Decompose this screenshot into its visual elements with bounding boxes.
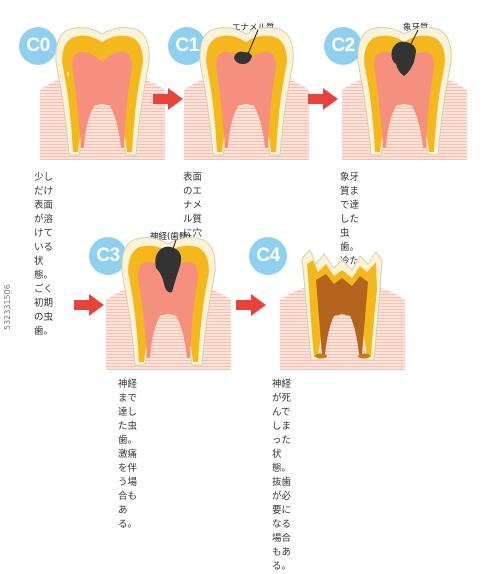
stage-caption-c4: 神経が死んでしまった状態。 抜歯が必要になる場合もある。 [272,379,292,572]
stage-badge-c0: C0 [19,27,57,65]
progression-arrow-4 [236,294,266,316]
tooth-c3-illustration [106,237,231,370]
stage-badge-c2: C2 [324,27,362,65]
tooth-c2-illustration [342,27,467,160]
stage-caption-c3: 神経まで達した虫歯。 激痛を伴う場合もある。 [118,379,138,530]
callout-dentin: 象牙質 [403,23,429,33]
tooth-healthy-illustration [40,27,165,160]
stock-id-watermark: 532331506 [3,284,12,330]
progression-arrow-3 [74,294,104,316]
stage-badge-c3: C3 [89,237,127,275]
stage-caption-c0: 少しだけ表面が溶けている 状態。ごく初期の虫歯。 [34,172,54,337]
stage-badge-c4: C4 [249,237,287,275]
progression-arrow-1 [153,88,183,110]
callout-pulp: 神経(歯髄) [150,232,191,242]
callout-enamel: エナメル質 [232,23,275,33]
tooth-c4-illustration [280,249,405,370]
tooth-c1-illustration [184,27,309,160]
progression-arrow-2 [308,88,338,110]
